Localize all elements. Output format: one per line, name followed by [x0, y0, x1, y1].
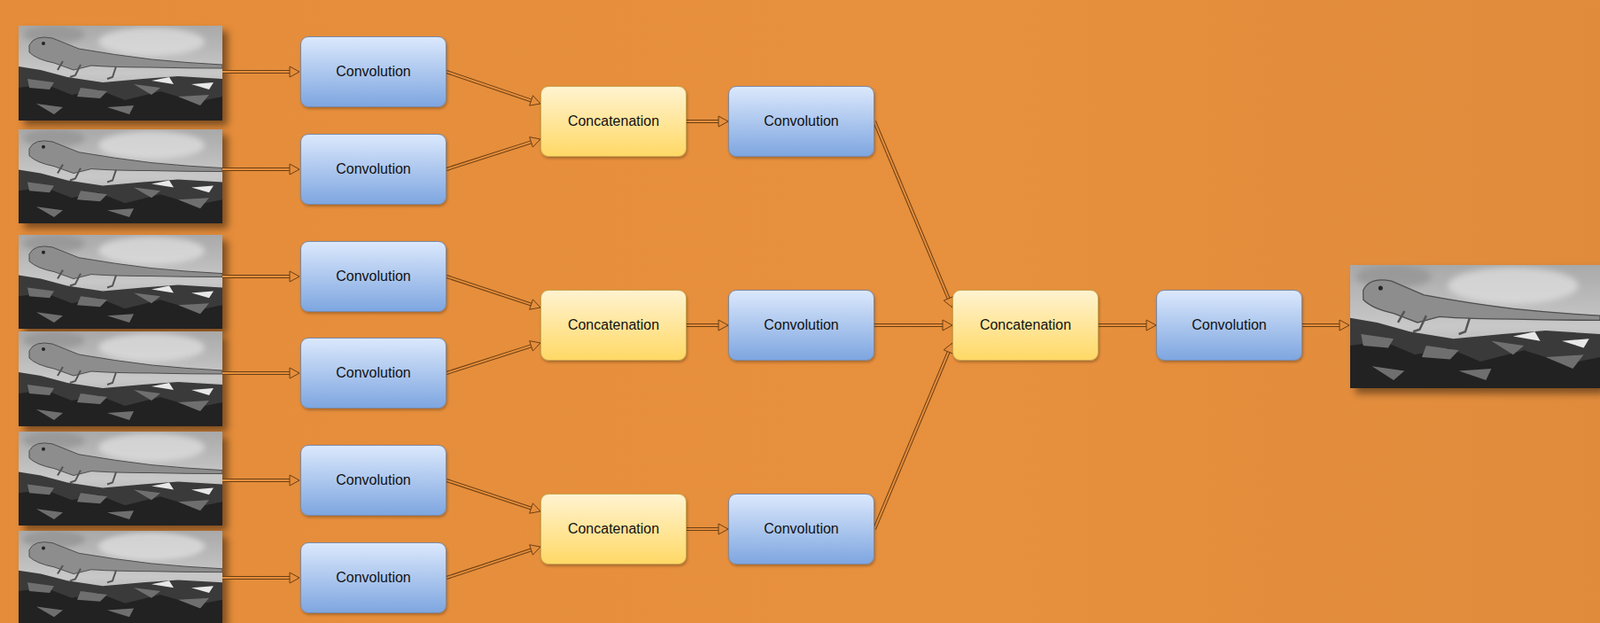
box-label: Convolution [335, 365, 412, 381]
arrow-connector [446, 480, 541, 513]
convolution-box: Convolution [300, 133, 447, 205]
box-label: Convolution [335, 63, 412, 80]
input-image [18, 25, 228, 623]
arrow-connector [686, 116, 729, 127]
concatenation-box: Concatenation [540, 493, 687, 565]
arrow-connector [874, 319, 953, 331]
box-label: Concatenation [979, 317, 1072, 334]
arrow-connector [874, 121, 954, 308]
box-label: Convolution [763, 317, 839, 334]
arrow-connector [874, 342, 954, 529]
box-label: Concatenation [567, 113, 660, 130]
convolution-box: Convolution [300, 240, 447, 312]
convolution-box: Convolution [300, 337, 447, 409]
concatenation-box: Concatenation [540, 289, 687, 361]
arrow-connector [686, 319, 729, 331]
arrow-connector [446, 544, 541, 578]
convolution-box: Convolution [728, 289, 875, 361]
concatenation-box: Concatenation [952, 289, 1099, 361]
box-label: Convolution [335, 268, 412, 285]
box-label: Concatenation [567, 317, 660, 334]
arrow-connector [446, 71, 541, 106]
arrow-connector [446, 276, 541, 310]
concatenation-box: Concatenation [540, 85, 687, 157]
box-label: Convolution [763, 520, 839, 537]
arrow-connector [1098, 319, 1157, 331]
box-label: Convolution [335, 472, 412, 489]
convolution-box: Convolution [728, 85, 875, 157]
convolution-box: Convolution [300, 542, 447, 614]
box-label: Concatenation [567, 520, 660, 537]
arrow-connector [446, 341, 541, 373]
arrow-connector [686, 523, 729, 535]
convolution-box: Convolution [1156, 289, 1303, 361]
box-label: Convolution [1191, 317, 1267, 334]
arrow-connector [446, 137, 541, 170]
box-label: Convolution [335, 569, 412, 586]
convolution-box: Convolution [728, 493, 875, 565]
box-label: Convolution [763, 113, 839, 130]
convolution-box: Convolution [300, 36, 447, 108]
output-image [1350, 264, 1600, 394]
box-label: Convolution [335, 161, 412, 178]
input-arrow [222, 66, 1350, 583]
convolution-box: Convolution [300, 444, 447, 516]
